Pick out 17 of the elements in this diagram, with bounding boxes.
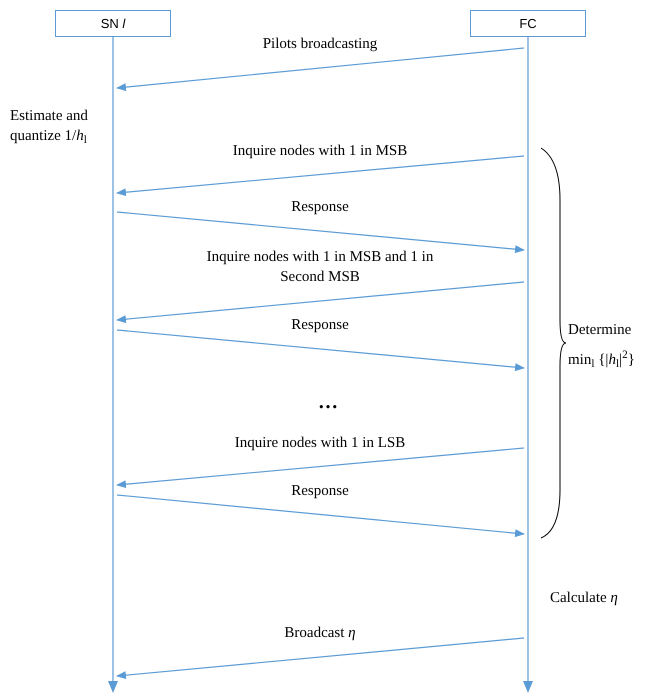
message-arrow — [116, 494, 525, 538]
lifeline — [108, 37, 118, 693]
result-note: Determine — [568, 321, 632, 340]
step-note: Calculate η — [550, 589, 618, 608]
participant-box: FC — [470, 10, 586, 37]
message-arrow — [116, 329, 525, 372]
step-note: Estimate and quantize 1/h$_{l}$ — [10, 107, 89, 146]
lifeline — [523, 37, 533, 693]
participant-box: SN l — [55, 10, 171, 37]
formula: min$_{l}$ {|h$_{l}$|$^{2}$} — [568, 350, 635, 370]
message-arrow — [116, 47, 524, 92]
message-arrow — [116, 637, 524, 680]
message-arrow — [116, 155, 524, 196]
message-arrow — [116, 211, 525, 254]
message-arrow — [116, 281, 524, 324]
message-arrow — [116, 447, 524, 488]
ellipsis: … — [318, 392, 338, 412]
